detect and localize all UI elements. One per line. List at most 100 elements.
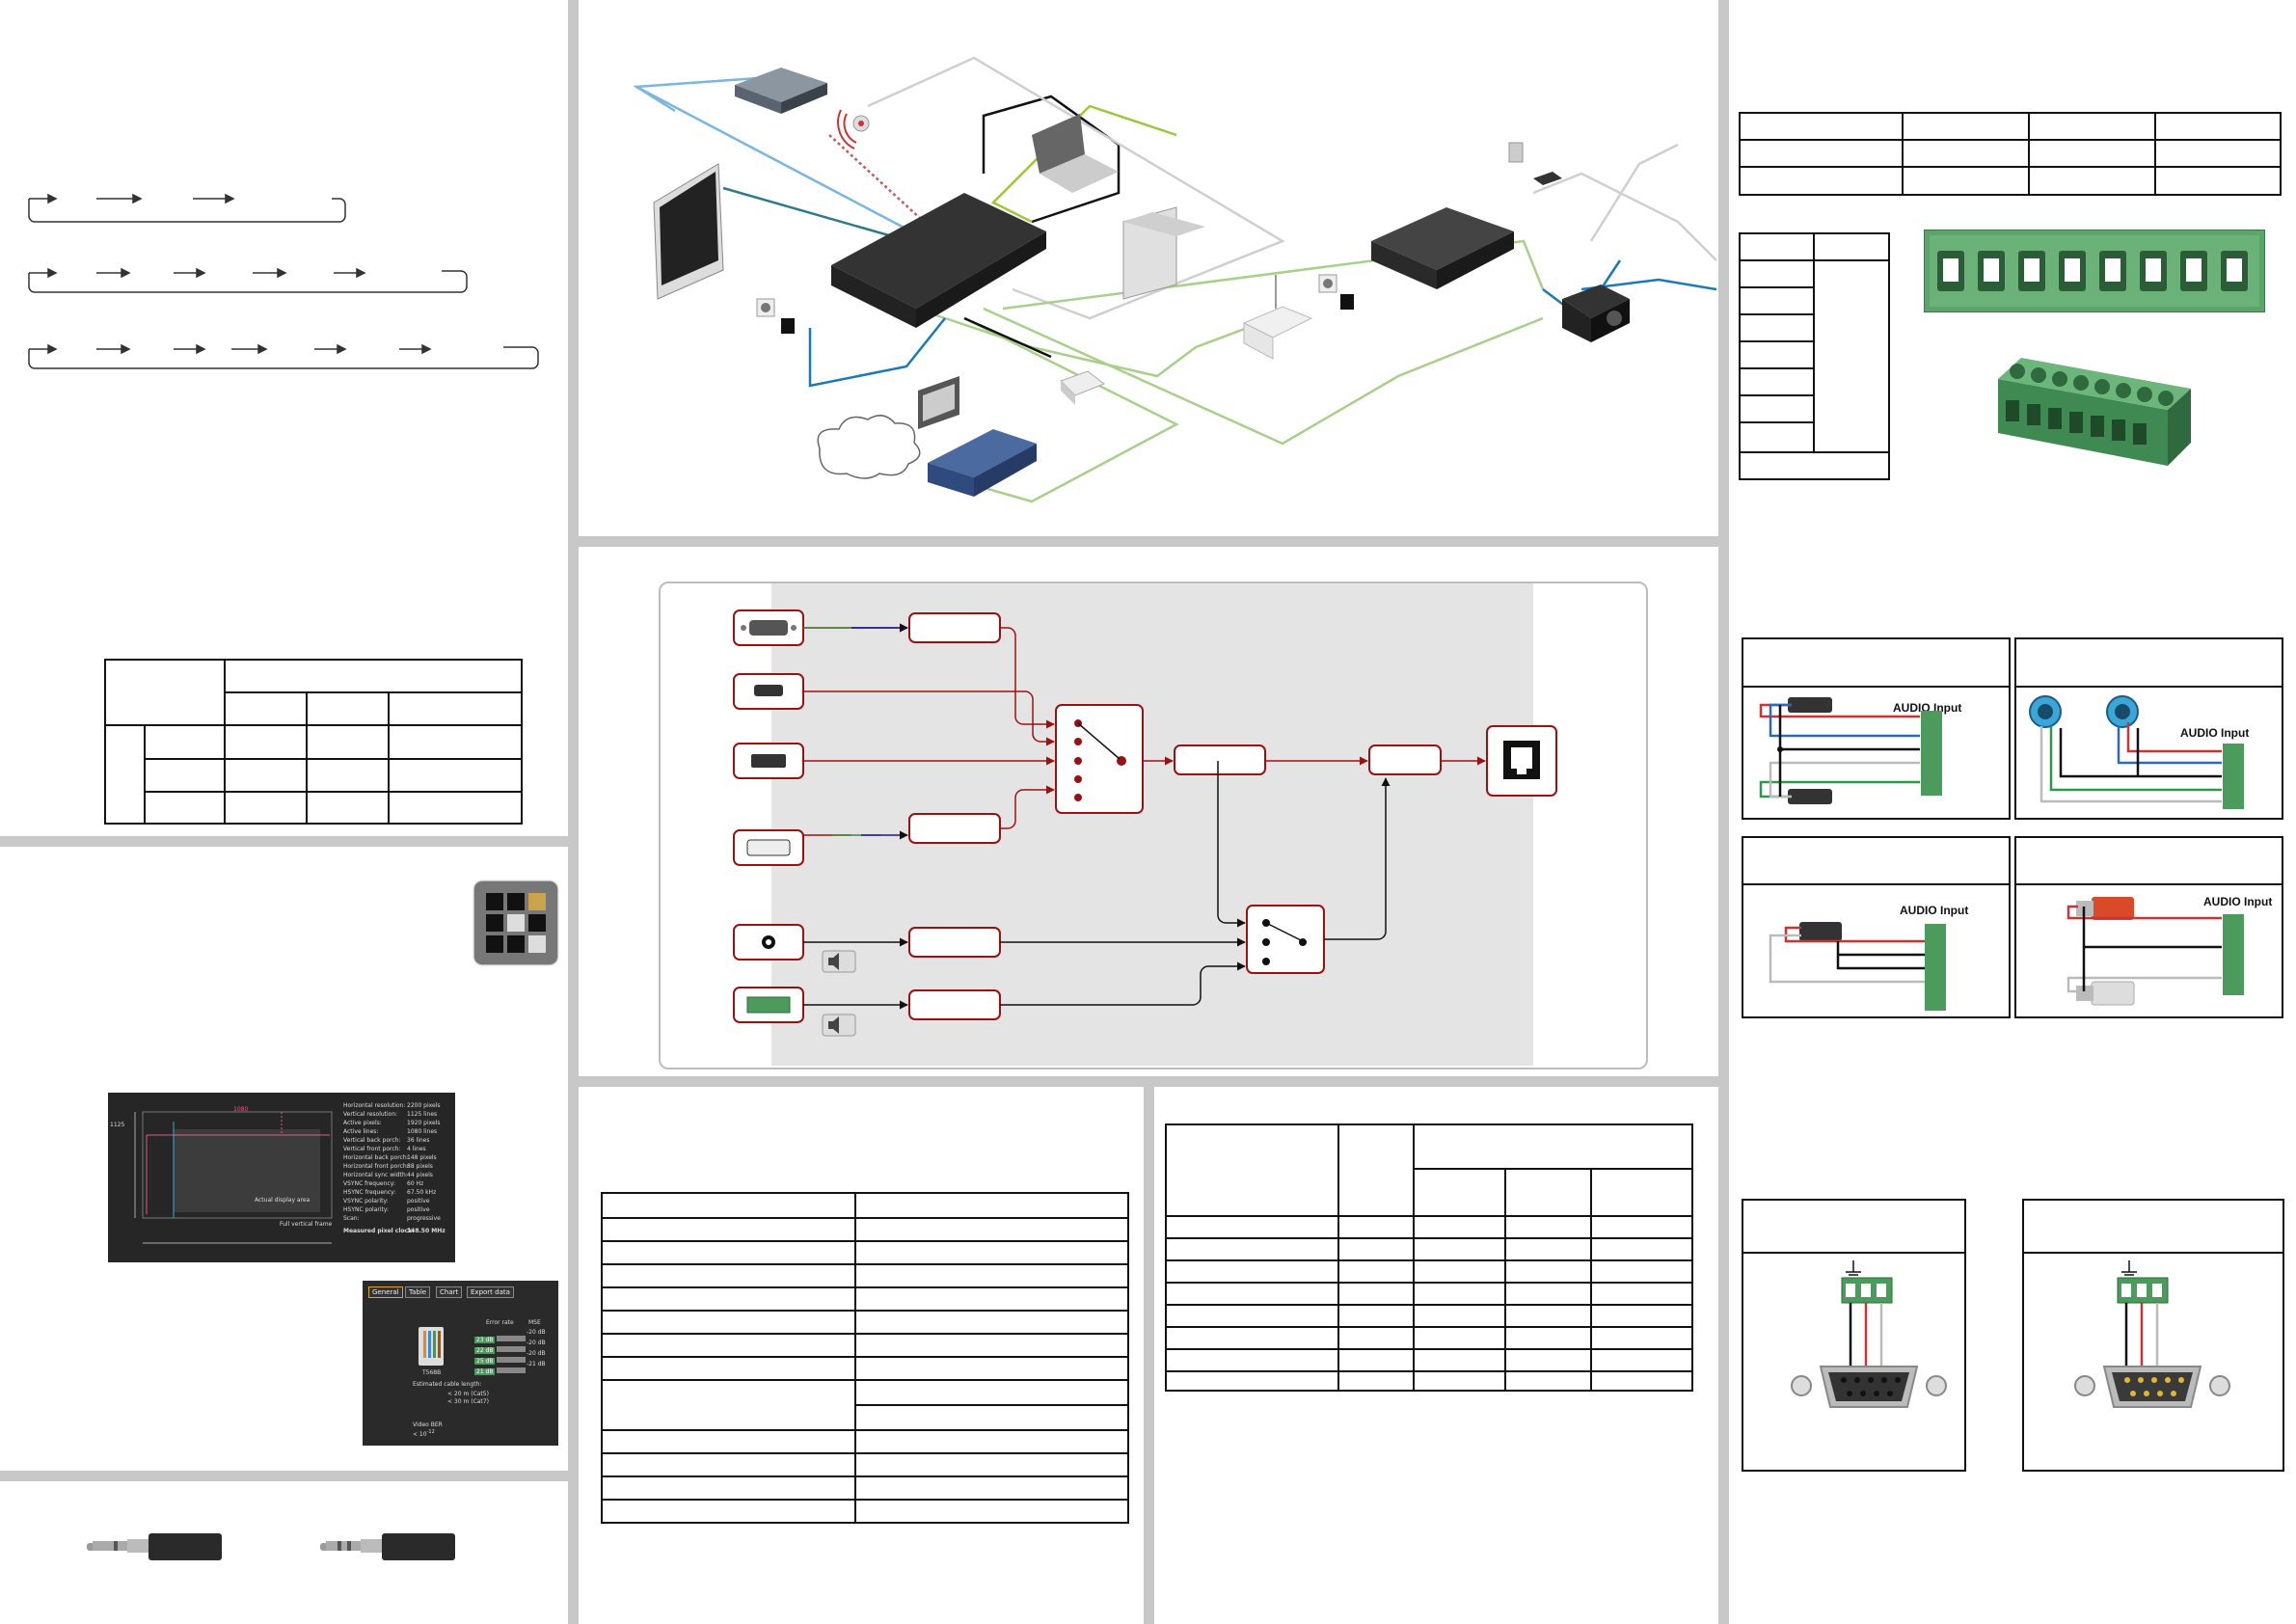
hdmi-icon	[754, 685, 783, 696]
mse-row: 22 dB-20 dB	[474, 1340, 546, 1354]
remote	[1533, 172, 1562, 185]
timing-label: Active lines:	[343, 1128, 379, 1135]
timing-value: 1125 lines	[407, 1111, 438, 1118]
timing-values: 2200 pixels 1125 lines 1920 pixels 1080 …	[407, 1102, 453, 1236]
timing-label: Vertical back porch:	[343, 1137, 401, 1144]
actual-display-area: Actual display area	[255, 1197, 311, 1204]
audio-wiring-4	[2066, 897, 2244, 1006]
mse-row: 25 dB -20 dB	[474, 1350, 546, 1365]
mse-row: 23 dB -20 dB	[474, 1329, 546, 1343]
laptop	[1032, 114, 1119, 193]
audio-box-2-header-line	[2014, 686, 2283, 688]
timing-value: 1920 pixels	[407, 1120, 441, 1126]
timing-label: Horizontal back porch:	[343, 1154, 409, 1161]
audio-input-label-2: AUDIO Input	[2180, 726, 2250, 740]
rs232-box-2	[2022, 1199, 2284, 1472]
timing-value: 2200 pixels	[407, 1102, 441, 1109]
timing-value: positive	[407, 1206, 430, 1213]
video-ber-label: Video BER	[413, 1421, 443, 1428]
left-table	[104, 659, 523, 825]
audio-box-4-header-line	[2014, 883, 2283, 885]
timing-value: positive	[407, 1198, 430, 1204]
col-mse: MSE	[528, 1319, 541, 1326]
mse-row-label: 23 dB	[474, 1337, 496, 1343]
rs232-box-1-header-line	[1742, 1252, 1966, 1254]
terminal-block-top-view	[1924, 230, 2265, 312]
ir-sensor	[1508, 142, 1524, 163]
tab-general[interactable]: General	[368, 1286, 403, 1298]
db9-male-wiring	[2074, 1260, 2230, 1408]
mse-row: 21 dB -21 dB	[474, 1361, 546, 1375]
mse-rows: 23 dB -20 dB 22 dB-20 dB 25 dB -20 dB 21 d…	[474, 1329, 546, 1375]
cloud-icon	[817, 415, 921, 479]
tab-export[interactable]: Export data	[467, 1286, 514, 1298]
timing-labels: Horizontal resolution: Vertical resoluti…	[343, 1102, 451, 1236]
pin-table	[1739, 232, 1890, 480]
power-outlet-right	[1318, 274, 1354, 310]
dim-top: 1080	[233, 1106, 249, 1113]
audio-wiring-3	[1769, 922, 1946, 1011]
volume-icon-1	[822, 950, 856, 973]
timing-label: Horizontal sync width:	[343, 1172, 408, 1178]
receiver-device	[831, 193, 1046, 328]
divider-h-left2	[0, 1471, 568, 1481]
audio-wiring-1	[1759, 697, 1942, 804]
timing-value: 1080 lines	[407, 1128, 438, 1135]
timing-value: 148 pixels	[407, 1154, 437, 1161]
rj45-connector-icon	[419, 1327, 444, 1366]
cable-test-screenshot: General Table Chart Export data T568B Er…	[363, 1281, 558, 1446]
projector	[1562, 284, 1630, 342]
pixel-clock-value: 148.50 MHz	[407, 1228, 446, 1234]
audio-input-label-3: AUDIO Input	[1900, 904, 1969, 917]
timing-label: HSYNC frequency:	[343, 1189, 396, 1196]
block-diagram	[733, 609, 1557, 1037]
rs232-box-2-header-line	[2022, 1252, 2284, 1254]
blue-switch	[928, 429, 1037, 497]
flow-diagram-left	[28, 193, 539, 369]
mid-table-left	[601, 1192, 1129, 1524]
db9-female-wiring	[1791, 1260, 1947, 1408]
tab-chart[interactable]: Chart	[436, 1286, 463, 1298]
timing-label: Vertical front porch:	[343, 1146, 401, 1152]
timing-value: 60 Hz	[407, 1180, 424, 1187]
audio-box-1-header-line	[1742, 686, 2011, 688]
mse-row-value: -20 dB	[527, 1340, 546, 1346]
divider-h-left1	[0, 836, 568, 847]
length-cat5: < 20 m (Cat5)	[447, 1391, 489, 1397]
mse-row-label: 21 dB	[474, 1368, 496, 1375]
timing-label: Scan:	[343, 1215, 360, 1222]
speaker-icon	[837, 109, 870, 149]
timing-label: VSYNC frequency:	[343, 1180, 395, 1187]
block-diagram-shaded	[771, 583, 1533, 1066]
divider-v-mid	[1144, 1087, 1154, 1624]
power-outlet-left	[756, 298, 795, 334]
timing-label: HSYNC polarity:	[343, 1206, 390, 1213]
right-top-table	[1739, 112, 2282, 196]
mse-row-value: -20 dB	[527, 1329, 546, 1336]
keypad-icon	[474, 881, 557, 964]
audio-box-3-header-line	[1742, 883, 2011, 885]
ber-exponent: -12	[426, 1429, 435, 1435]
mse-row-label: 25 dB	[474, 1358, 496, 1365]
vga-icon	[749, 620, 788, 636]
audio-wiring-2	[2029, 695, 2244, 809]
timing-value: 67.50 kHz	[407, 1189, 437, 1196]
displayport-icon	[751, 754, 786, 768]
divider-h-mid2	[579, 1076, 1718, 1087]
timing-label: VSYNC polarity:	[343, 1198, 389, 1204]
timing-screenshot: 1080 1125 Actual display area Full verti…	[108, 1093, 455, 1262]
touch-panel	[918, 376, 959, 429]
timing-label: Vertical resolution:	[343, 1111, 398, 1118]
tab-table[interactable]: Table	[405, 1286, 431, 1298]
terminal-block-icon	[746, 996, 791, 1014]
timing-value: 4 lines	[407, 1146, 426, 1152]
mse-row-value: -21 dB	[527, 1361, 546, 1367]
timing-value: 44 pixels	[407, 1172, 433, 1178]
dvi-icon	[746, 839, 791, 856]
timing-label: Horizontal resolution:	[343, 1102, 406, 1109]
network-switch-top	[735, 68, 827, 114]
full-vertical-frame: Full vertical frame	[280, 1221, 333, 1228]
terminal-block-3d	[1998, 358, 2191, 466]
mse-row-value: -20 dB	[527, 1350, 546, 1357]
timing-value: progressive	[407, 1215, 441, 1222]
